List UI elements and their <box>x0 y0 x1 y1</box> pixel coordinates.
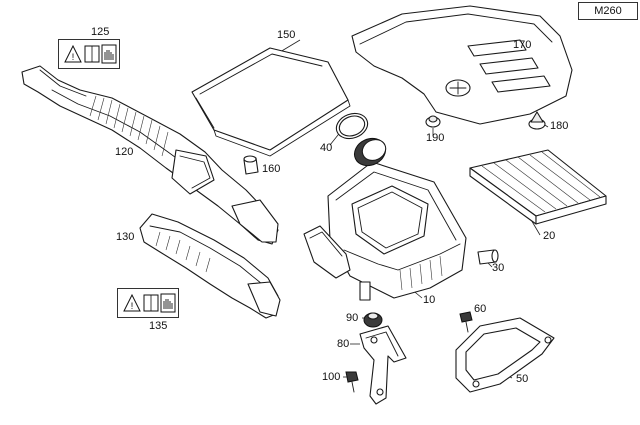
warning-label-135: ! <box>117 288 179 318</box>
diagram-code-box: M260 <box>578 2 638 20</box>
callout-80: 80 <box>337 338 350 350</box>
engine-cover-170 <box>351 5 573 125</box>
callout-40: 40 <box>320 142 333 154</box>
filter-cover-150 <box>191 47 351 157</box>
callout-130: 130 <box>116 231 135 243</box>
callout-120: 120 <box>115 146 134 158</box>
svg-text:!: ! <box>131 301 134 311</box>
callout-10: 10 <box>423 294 436 306</box>
svg-text:!: ! <box>72 52 75 62</box>
grommet-190 <box>425 115 441 128</box>
callout-60: 60 <box>474 303 487 315</box>
callout-150: 150 <box>277 29 296 41</box>
seal-ring-40 <box>335 112 369 140</box>
callout-170: 170 <box>513 39 532 51</box>
warning-label-125: ! <box>58 39 120 69</box>
frame-bracket-50 <box>455 317 555 393</box>
grommet-160 <box>243 155 259 175</box>
hazard-triangle-book-glove-icon: ! <box>64 44 117 64</box>
hazard-triangle-book-glove-icon: ! <box>123 293 176 313</box>
bolt-60 <box>459 311 473 333</box>
callout-190: 190 <box>426 132 445 144</box>
callout-160: 160 <box>262 163 281 175</box>
callout-20: 20 <box>543 230 556 242</box>
grommet-180 <box>528 111 546 130</box>
air-filter-housing-10 <box>303 137 467 301</box>
bolt-100 <box>345 371 359 393</box>
air-filter-element-20 <box>469 149 607 225</box>
bracket-80 <box>359 325 407 405</box>
callout-50: 50 <box>516 373 529 385</box>
intake-duct-120 <box>21 65 279 245</box>
rubber-mount-90 <box>363 312 383 328</box>
callout-100: 100 <box>322 371 341 383</box>
callout-30: 30 <box>492 262 505 274</box>
plug-30 <box>477 249 499 265</box>
callout-135: 135 <box>149 320 168 332</box>
callout-125: 125 <box>91 26 110 38</box>
intake-scoop-130 <box>139 213 281 319</box>
callout-90: 90 <box>346 312 359 324</box>
callout-180: 180 <box>550 120 569 132</box>
